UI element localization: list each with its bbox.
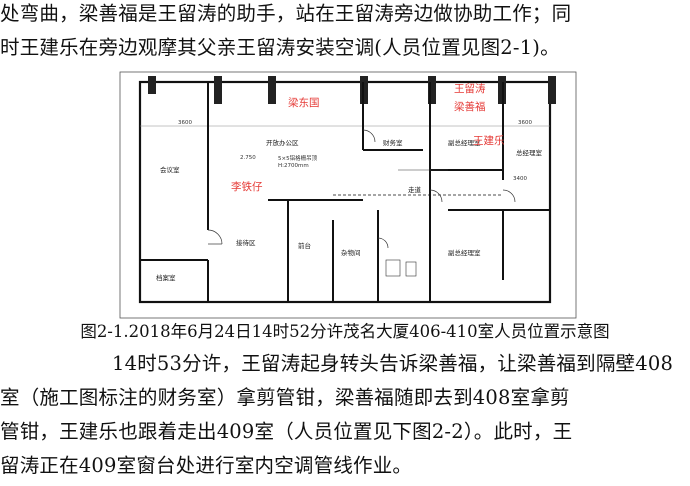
floor-plan: 3600 3600 3400: [118, 70, 578, 320]
room-open-office: 开放办公区: [266, 138, 299, 147]
doors: [207, 129, 516, 249]
room-front-desk: 前台: [298, 241, 311, 250]
paragraph-line-4: 室（施工图标注的财务室）拿剪管钳，梁善福随即去到408室拿剪: [0, 386, 570, 409]
dim-label-1: 3600: [178, 120, 192, 126]
room-corridor: 走道: [408, 185, 422, 194]
paragraph-line-3: 14时53分许，王留涛起身转头告诉梁善福，让梁善福到隔壁408: [112, 352, 674, 375]
person-liang-dongguo: 梁东国: [288, 96, 320, 109]
paragraph-line-6: 留涛正在409室窗台处进行室内空调管线作业。: [0, 454, 413, 477]
top-columns: [148, 76, 556, 104]
dim-label-2: 3600: [518, 120, 532, 126]
paragraph-line-2: 时王建乐在旁边观摩其父亲王留涛安装空调(人员位置见图2-1)。: [0, 36, 560, 59]
room-vice-gm-2: 副总经理室: [448, 248, 481, 257]
room-vice-gm-1: 副总经理室: [448, 138, 481, 147]
room-reception: 接待区: [236, 238, 256, 247]
room-storage: 杂物间: [341, 248, 361, 257]
paragraph-line-5: 管钳，王建乐也跟着走出409室（人员位置见下图2-2）。此时，王: [0, 420, 573, 443]
exterior-wall: [138, 80, 552, 304]
person-wang-liutao: 王留涛: [454, 82, 486, 95]
plan-frame: [119, 71, 577, 319]
height-note: H:2700mm: [278, 163, 309, 169]
room-archive: 档案室: [156, 273, 176, 282]
fixture-2: [405, 261, 417, 277]
elev-mark: 2.750: [240, 155, 256, 161]
room-gm: 总经理室: [516, 148, 543, 157]
fixture-1: [385, 259, 401, 277]
room-meeting: 会议室: [160, 165, 180, 174]
ceiling-note: 5×5铝格栅吊顶: [278, 154, 318, 162]
dim-label-3: 3400: [513, 176, 527, 182]
person-wang-jianle: 王建乐: [473, 134, 505, 147]
interior-walls: [140, 82, 550, 302]
paragraph-line-1: 处弯曲，梁善福是王留涛的助手，站在王留涛旁边做协助工作；同: [0, 2, 572, 25]
room-finance: 财务室: [383, 138, 403, 147]
person-li-tiezi: 李铁仔: [231, 180, 263, 193]
person-liang-shanfu: 梁善福: [454, 100, 486, 113]
figure-caption: 图2-1.2018年6月24日14时52分许茂名大厦406-410室人员位置示意…: [80, 322, 610, 341]
